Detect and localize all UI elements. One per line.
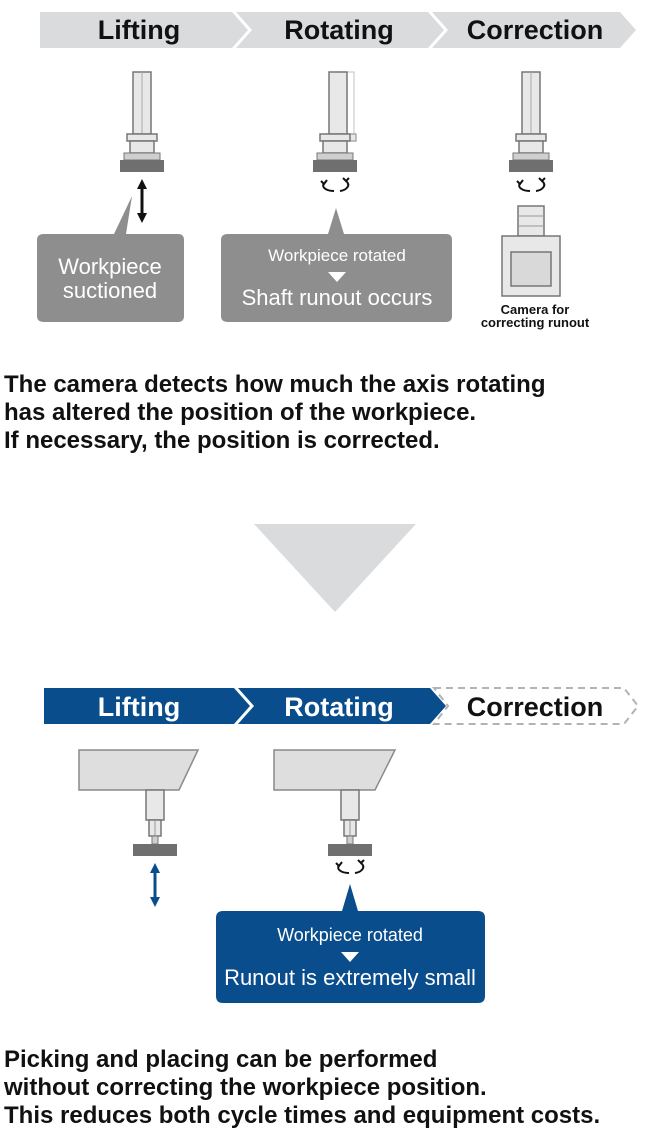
callout-rotated-text-blue: Workpiece rotated bbox=[277, 925, 423, 945]
rotation-arrows-icon bbox=[320, 177, 350, 192]
down-triangle-icon bbox=[328, 272, 346, 282]
bottom-caption-line: without correcting the workpiece positio… bbox=[4, 1074, 487, 1101]
callout-small-runout-text: Runout is extremely small bbox=[224, 965, 476, 990]
callout-runout-text: Shaft runout occurs bbox=[242, 285, 433, 310]
stage-label-correction-dashed: Correction bbox=[467, 692, 604, 722]
bottom-caption: Picking and placing can be performed wit… bbox=[4, 1046, 600, 1130]
stage-chevron-rotating bbox=[236, 12, 444, 48]
callout-runout-small bbox=[216, 884, 485, 1003]
rotation-arrows-icon bbox=[516, 177, 546, 192]
stage-label-lifting: Lifting bbox=[98, 15, 180, 45]
top-caption-line: If necessary, the position is corrected. bbox=[4, 427, 440, 454]
top-caption-line: The camera detects how much the axis rot… bbox=[4, 371, 546, 398]
bottom-caption-line: This reduces both cycle times and equipm… bbox=[4, 1102, 601, 1129]
stage-chevron-correction-dashed bbox=[431, 687, 640, 725]
shaft-correction bbox=[509, 71, 553, 172]
shaft-lifting bbox=[120, 71, 164, 172]
callout-text-line2: suctioned bbox=[63, 278, 157, 303]
stage-chevron-correction bbox=[432, 12, 636, 48]
stage-label-rotating-blue: Rotating bbox=[284, 692, 393, 722]
top-caption-line: has altered the position of the workpiec… bbox=[4, 399, 477, 426]
down-triangle-icon bbox=[341, 952, 359, 962]
camera-icon bbox=[501, 205, 561, 297]
bottom-caption-line: Picking and placing can be performed bbox=[4, 1046, 438, 1073]
stage-chevron-lifting bbox=[40, 12, 248, 48]
camera-label-line1: Camera for bbox=[501, 302, 570, 317]
stage-label-correction: Correction bbox=[467, 15, 604, 45]
shaft-rotating bbox=[313, 71, 357, 172]
camera-label-line2: correcting runout bbox=[481, 315, 590, 330]
stage-chevron-rotating-blue bbox=[238, 688, 446, 724]
callout-shaft-runout bbox=[221, 208, 452, 322]
rotation-arrows-icon bbox=[335, 859, 365, 874]
stage-chevron-lifting-blue bbox=[44, 688, 250, 724]
callout-workpiece-suctioned bbox=[37, 196, 184, 322]
callout-rotated-text: Workpiece rotated bbox=[268, 246, 406, 265]
top-caption: The camera detects how much the axis rot… bbox=[4, 371, 545, 455]
unit-rotating bbox=[273, 749, 397, 856]
down-arrow-icon bbox=[254, 524, 416, 612]
stage-label-lifting-blue: Lifting bbox=[98, 692, 180, 722]
unit-lifting bbox=[78, 749, 200, 856]
stage-label-rotating: Rotating bbox=[284, 15, 393, 45]
callout-text-line1: Workpiece bbox=[58, 254, 162, 279]
